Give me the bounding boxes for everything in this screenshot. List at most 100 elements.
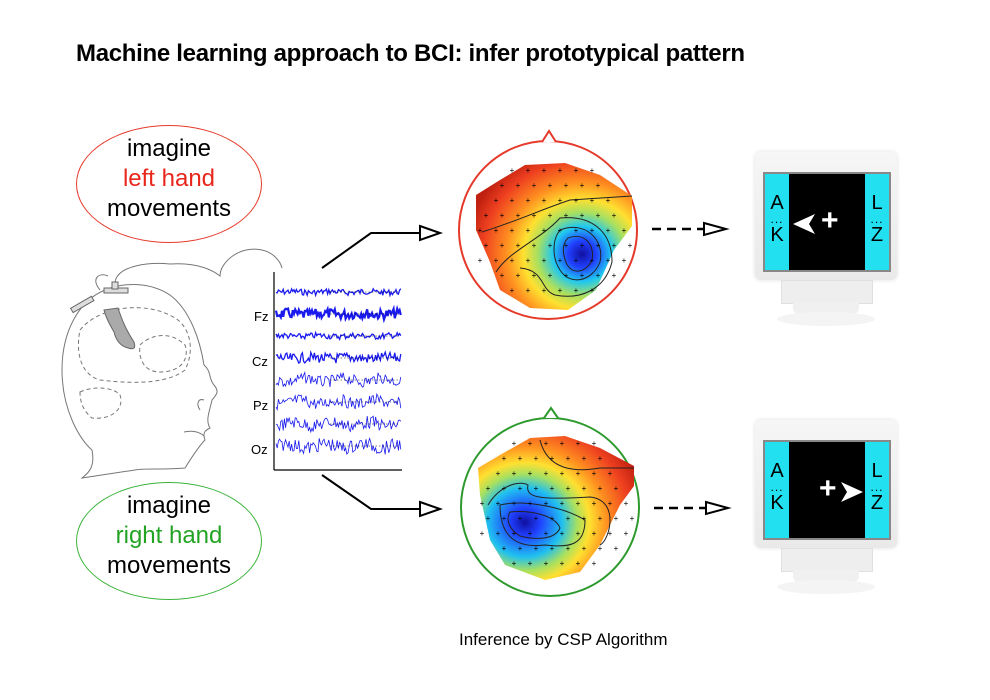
panel-letter-a: A <box>770 192 784 214</box>
eeg-label-cz: Cz <box>252 354 268 369</box>
slide-title: Machine learning approach to BCI: infer … <box>76 40 745 67</box>
electrode-marker: + <box>510 196 515 205</box>
electrode-marker: + <box>542 166 547 175</box>
electrode-marker: + <box>502 484 507 493</box>
electrode-marker: + <box>580 211 585 220</box>
electrode-marker: + <box>500 241 505 250</box>
eeg-label-fz: Fz <box>254 309 269 324</box>
electrode-marker: + <box>564 181 569 190</box>
electrode-marker: + <box>512 469 517 478</box>
electrode-marker: + <box>544 529 549 538</box>
electrode-marker: + <box>542 286 547 295</box>
electrode-marker: + <box>596 241 601 250</box>
cursor-cross-icon: + <box>821 204 839 237</box>
electrode-marker: + <box>612 271 617 280</box>
monitor-foot <box>777 580 875 594</box>
electrode-marker: + <box>518 544 523 553</box>
electrode-marker: + <box>580 241 585 250</box>
electrode-marker: + <box>510 226 515 235</box>
panel-letter-l: L <box>871 192 883 214</box>
electrode-marker: + <box>534 484 539 493</box>
electrode-marker: + <box>496 469 501 478</box>
electrode-marker: + <box>574 286 579 295</box>
eeg-traces <box>274 287 402 455</box>
electrode-marker: + <box>512 529 517 538</box>
electrode-marker: + <box>480 529 485 538</box>
electrode-marker: + <box>576 529 581 538</box>
electrode-marker: + <box>516 271 521 280</box>
electrode-marker: + <box>542 226 547 235</box>
electrode-marker: + <box>532 211 537 220</box>
monitor-bottom: A ... K L ... Z + <box>747 420 905 596</box>
electrode-marker: + <box>528 529 533 538</box>
eeg-trace <box>275 330 402 342</box>
electrode-markers: ++++++++++++++++++++++++++++++++++++++++… <box>478 166 635 568</box>
electrode-marker: + <box>518 454 523 463</box>
electrode-marker: + <box>512 439 517 448</box>
electrode-marker: + <box>628 241 633 250</box>
panel-ellipsis: ... <box>870 480 884 494</box>
electrode-icon <box>69 281 129 314</box>
electrode-marker: + <box>486 484 491 493</box>
panel-letter-k: K <box>770 492 784 514</box>
electrode-marker: + <box>478 256 483 265</box>
head-outline-icon <box>61 248 283 479</box>
electrode-marker: + <box>510 256 515 265</box>
electrode-marker: + <box>500 271 505 280</box>
electrode-marker: + <box>630 514 635 523</box>
dashed-arrow-to-top-monitor <box>652 221 730 237</box>
electrode-marker: + <box>590 286 595 295</box>
electrode-marker: + <box>478 226 483 235</box>
electrode-marker: + <box>580 181 585 190</box>
electrode-marker: + <box>608 499 613 508</box>
electrode-marker: + <box>574 196 579 205</box>
eeg-trace <box>275 349 402 365</box>
electrode-marker: + <box>502 544 507 553</box>
electrode-marker: + <box>590 256 595 265</box>
monitor-screen: A ... K L ... Z + <box>763 172 891 272</box>
monitor-stand <box>781 548 873 572</box>
monitor-stand <box>781 280 873 304</box>
electrode-marker: + <box>576 439 581 448</box>
dashed-arrow-to-bottom-monitor <box>654 500 732 516</box>
electrode-marker: + <box>612 241 617 250</box>
arrow-left-icon <box>793 214 815 234</box>
electrode-marker: + <box>510 166 515 175</box>
electrode-marker: + <box>558 166 563 175</box>
electrode-marker: + <box>484 241 489 250</box>
electrode-marker: + <box>566 544 571 553</box>
electrode-marker: + <box>534 544 539 553</box>
electrode-marker: + <box>512 559 517 568</box>
letter-panel-a-k: A ... K <box>765 174 789 270</box>
monitor-neck <box>793 570 859 582</box>
right-condition-line2: right hand <box>115 522 223 549</box>
electrode-marker: + <box>576 469 581 478</box>
electrode-marker: + <box>516 211 521 220</box>
panel-letter-z: Z <box>870 492 884 514</box>
electrode-marker: + <box>500 181 505 190</box>
right-hand-condition-ellipse: imagine right hand movements <box>76 482 262 600</box>
electrode-marker: + <box>580 271 585 280</box>
right-condition-line1: imagine <box>126 492 212 519</box>
electrode-marker: + <box>544 469 549 478</box>
panel-letter-k: K <box>770 224 784 246</box>
electrode-marker: + <box>534 514 539 523</box>
electrode-marker: + <box>622 256 627 265</box>
electrode-marker: + <box>596 211 601 220</box>
electrode-marker: + <box>592 499 597 508</box>
electrode-marker: + <box>560 529 565 538</box>
electrode-marker: + <box>574 256 579 265</box>
eeg-label-oz: Oz <box>251 442 268 457</box>
electrode-marker: + <box>564 271 569 280</box>
electrode-marker: + <box>542 256 547 265</box>
electrode-marker: + <box>486 514 491 523</box>
motor-cortex-region <box>103 307 136 350</box>
electrode-marker: + <box>596 181 601 190</box>
right-condition-line3: movements <box>106 552 232 579</box>
letter-panel-a-k: A ... K <box>765 442 789 538</box>
arrow-to-right-map <box>321 474 444 518</box>
electrode-marker: + <box>526 286 531 295</box>
electrode-marker: + <box>558 286 563 295</box>
electrode-marker: + <box>516 241 521 250</box>
electrode-marker: + <box>592 529 597 538</box>
